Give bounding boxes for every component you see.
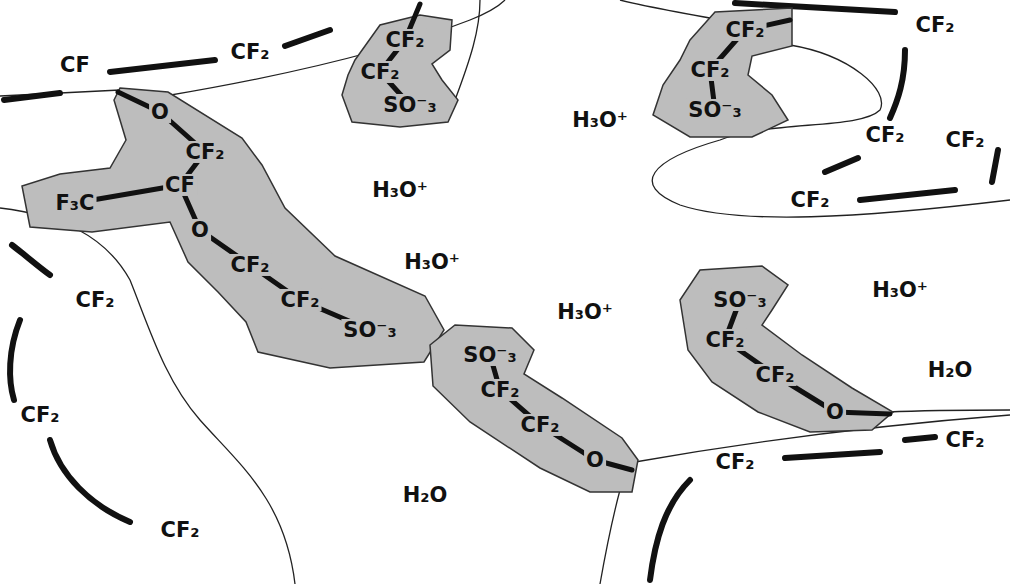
group-label: CF₂	[359, 61, 402, 83]
chemical-label: CF₂	[229, 41, 272, 63]
group-label: O	[824, 401, 846, 423]
group-label: CF₂	[704, 329, 747, 351]
side-chain-cluster: SO⁻₃ CF₂ CF₂ O	[430, 325, 638, 492]
group-label: SO⁻₃	[381, 94, 438, 116]
chemical-label: CF₂	[159, 519, 202, 541]
chemical-label: CF₂	[19, 404, 62, 426]
chemical-label: CF₂	[714, 451, 757, 473]
chemical-label: H₃O⁺	[555, 301, 615, 323]
group-label: SO⁻₃	[461, 344, 518, 366]
chemical-label: CF₂	[74, 289, 117, 311]
side-chain-cluster: SO⁻₃ CF₂ CF₂ O	[680, 266, 893, 432]
group-label: CF	[163, 174, 197, 196]
chemical-label: CF₂	[944, 129, 987, 151]
group-label: CF₂	[279, 289, 322, 311]
chemical-label: H₂O	[401, 484, 450, 506]
group-label: CF₂	[724, 19, 767, 41]
group-label: CF₂	[689, 59, 732, 81]
chemical-label: CF₂	[914, 14, 957, 36]
chemical-label: CF₂	[864, 124, 907, 146]
chemical-label: CF₂	[789, 189, 832, 211]
group-label: CF₂	[519, 414, 562, 436]
group-label: CF₂	[754, 364, 797, 386]
group-label: O	[189, 219, 211, 241]
group-label: O	[149, 101, 171, 123]
group-label: CF₂	[384, 29, 427, 51]
chemical-label: CF	[58, 54, 92, 76]
chemical-label: H₃O⁺	[870, 279, 930, 301]
group-label: O	[584, 449, 606, 471]
group-label: CF₂	[229, 254, 272, 276]
chemical-label: CF₂	[944, 429, 987, 451]
chemical-label: H₂O	[926, 359, 975, 381]
group-label: F₃C	[54, 192, 97, 214]
group-label: CF₂	[479, 379, 522, 401]
side-chain-cluster: O CF₂ CF F₃C O CF₂ CF₂ SO⁻₃	[22, 88, 444, 368]
chemical-label: H₃O⁺	[370, 179, 430, 201]
group-label: SO⁻₃	[341, 319, 398, 341]
side-chain-cluster: CF₂ CF₂ SO⁻₃	[342, 15, 458, 127]
group-label: SO⁻₃	[711, 289, 768, 311]
chemical-label: H₃O⁺	[402, 251, 462, 273]
chemical-label: H₃O⁺	[570, 109, 630, 131]
group-label: SO⁻₃	[686, 99, 743, 121]
side-chain-cluster: CF₂ CF₂ SO⁻₃	[653, 8, 792, 137]
group-label: CF₂	[184, 141, 227, 163]
